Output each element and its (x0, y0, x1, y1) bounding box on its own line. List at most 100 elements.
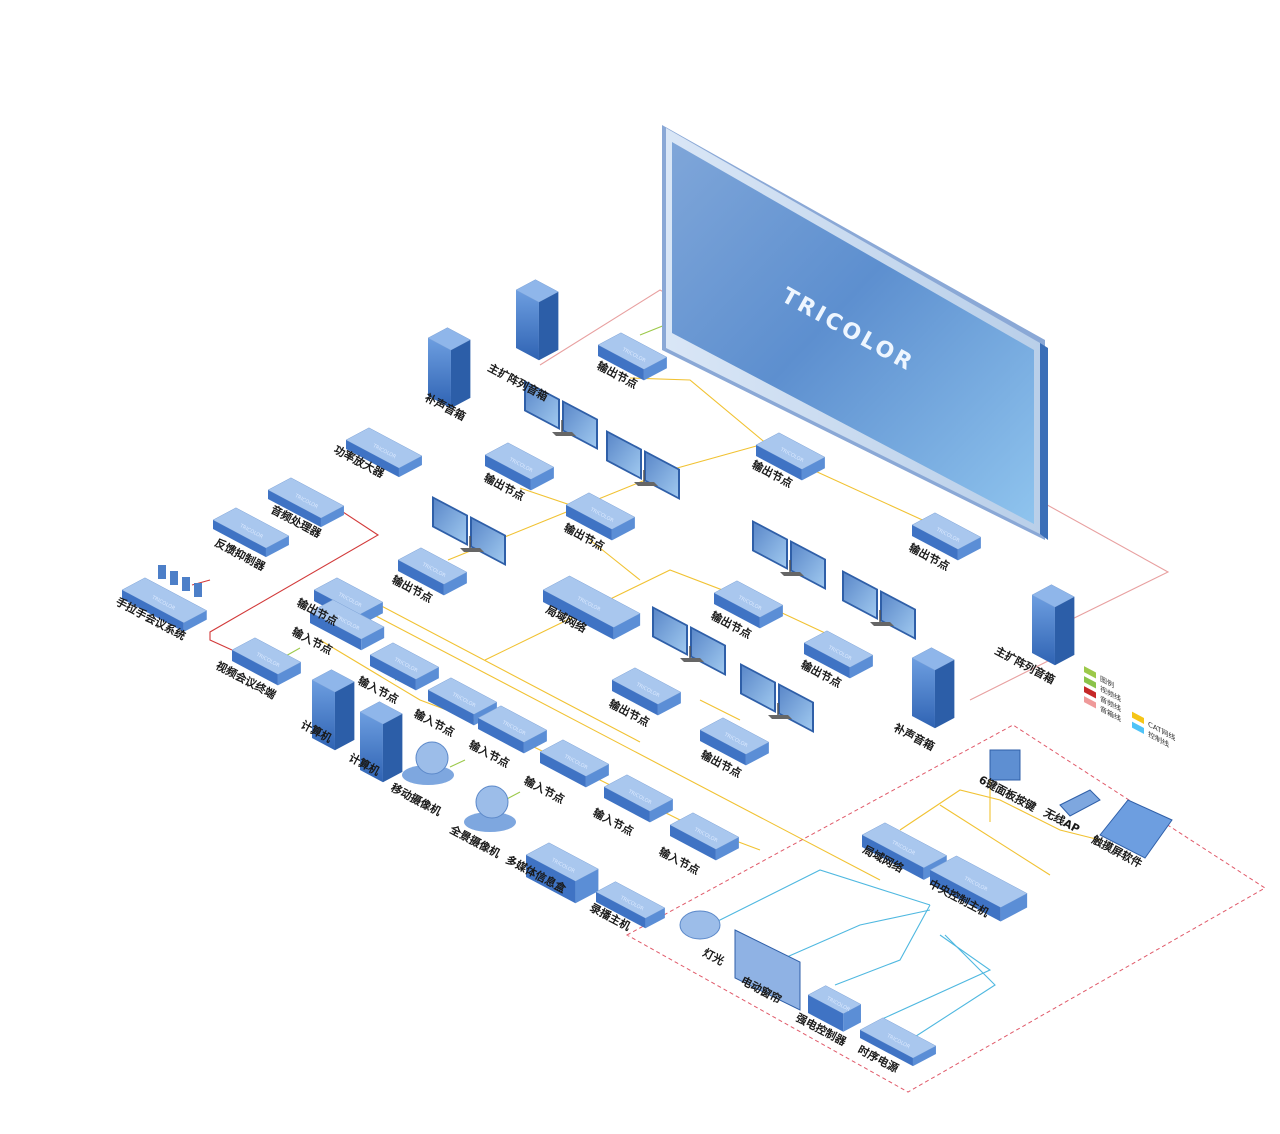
main-speaker-2 (1031, 584, 1075, 666)
monitor-base (780, 572, 804, 576)
monitor-pair-1 (524, 380, 598, 450)
power-controller: TRICOLOR (807, 985, 862, 1032)
device-side (801, 457, 825, 481)
audio-processor: TRICOLOR (267, 477, 345, 528)
input-node-7: TRICOLOR (669, 812, 740, 861)
output-node-9: TRICOLOR (803, 630, 874, 679)
device-side (745, 742, 769, 766)
power-amp: TRICOLOR (345, 427, 423, 478)
fill-speaker-1 (427, 327, 471, 409)
input-node-2: TRICOLOR (369, 642, 440, 691)
cat-line (629, 377, 941, 529)
monitor-base (870, 622, 894, 626)
pano-camera-base (464, 812, 516, 832)
computer-2 (359, 701, 403, 783)
device-front (310, 612, 362, 651)
device-side (361, 627, 385, 651)
wireless-ap-icon (1059, 789, 1101, 817)
device-front (485, 455, 531, 491)
monitor-pair-7 (740, 663, 814, 733)
input-node-3: TRICOLOR (427, 677, 498, 726)
monitor-pair-2 (606, 430, 680, 500)
device-side (523, 730, 547, 754)
label-lighting: 灯光 (701, 945, 727, 968)
label-main-speaker-1: 主扩阵列音箱 (486, 360, 551, 403)
cat-line (369, 599, 641, 743)
device-front (930, 870, 1001, 922)
devices: TRICOLORTRICOLORTRICOLORTRICOLORTRICOLOR… (121, 279, 1173, 1067)
recording-host: TRICOLOR (595, 881, 666, 929)
monitor-screen (754, 523, 786, 567)
device-front (670, 825, 716, 861)
device-side (415, 667, 439, 691)
monitor-screen (654, 609, 686, 653)
mic-system-unit: TRICOLOR (121, 577, 208, 632)
device-side (611, 517, 635, 541)
control-line (834, 904, 931, 986)
touch-panel-icon (1099, 799, 1173, 859)
monitor-screen (646, 453, 678, 497)
sequential-power: TRICOLOR (859, 1017, 937, 1067)
monitor-base (552, 432, 576, 436)
device-front (598, 345, 644, 381)
device-side (843, 1004, 861, 1032)
device-front (370, 655, 416, 691)
device-side (934, 659, 955, 729)
device-side (643, 357, 667, 381)
central-control-host: TRICOLOR (929, 855, 1028, 922)
device-side (530, 467, 554, 491)
legend-swatch-cat (1132, 711, 1144, 725)
output-node-6: TRICOLOR (397, 547, 468, 596)
ptz-camera-icon (415, 741, 449, 775)
control-line (909, 934, 996, 1041)
device-front (268, 490, 321, 528)
device-side (657, 692, 681, 716)
output-node-2: TRICOLOR (484, 442, 555, 491)
device-front (428, 338, 451, 409)
legend-swatch-audio (1084, 686, 1096, 699)
computer-1 (311, 669, 355, 751)
device-side (575, 869, 599, 904)
legend-swatch-speaker (1084, 696, 1096, 709)
monitor-screen (792, 543, 824, 587)
output-node-1: TRICOLOR (597, 332, 668, 381)
microphone-icon (194, 583, 202, 597)
device-front (312, 680, 335, 751)
control-zone-boundary (625, 724, 1266, 1093)
pano-camera-icon (475, 785, 509, 819)
device-front (213, 520, 266, 558)
keypad-panel-icon (989, 749, 1021, 781)
monitor-screen (882, 593, 914, 637)
device-front (860, 1030, 913, 1067)
device-front (912, 525, 958, 561)
monitor-screen (692, 629, 724, 673)
device-front (526, 855, 576, 904)
monitor-screen (564, 403, 596, 447)
device-side (1054, 596, 1075, 666)
device-side (450, 339, 471, 409)
device-front (478, 718, 524, 754)
device-side (334, 681, 355, 751)
device-front (360, 712, 383, 783)
device-side (183, 610, 207, 632)
lan-switch-center: TRICOLOR (542, 575, 641, 640)
output-node-5: TRICOLOR (911, 512, 982, 561)
device-side (265, 535, 289, 558)
cat-line (589, 539, 641, 581)
device-front (540, 752, 586, 788)
device-front (1032, 595, 1055, 666)
cat-line (699, 699, 741, 721)
label-ptz-cam: 移动摄像机 (389, 780, 444, 818)
device-front (804, 643, 850, 679)
device-front (596, 892, 646, 929)
legend: 图例 视频线 音频线 音箱线 CAT网线 控制线 (1080, 662, 1180, 761)
monitor-screen (434, 499, 466, 543)
device-front (566, 505, 612, 541)
curtain-icon (734, 929, 801, 1011)
device-front (756, 445, 802, 481)
device-front (516, 290, 539, 361)
input-node-6: TRICOLOR (603, 774, 674, 823)
device-front (612, 680, 658, 716)
device-side (585, 764, 609, 788)
device-side (912, 1045, 936, 1067)
